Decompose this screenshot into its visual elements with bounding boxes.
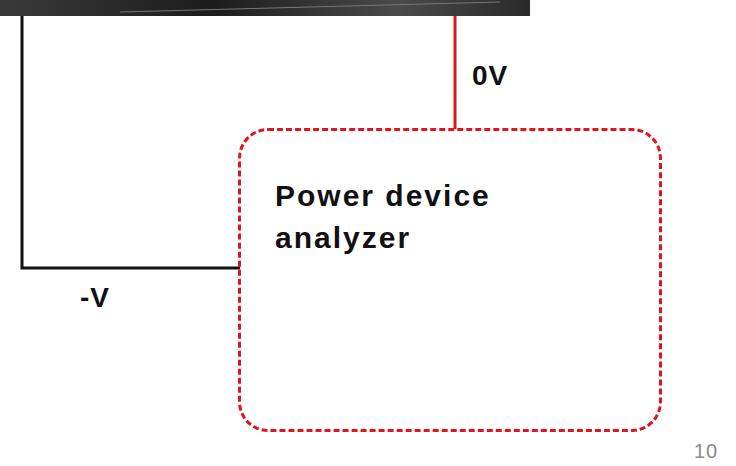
negative-wire [22, 16, 240, 268]
photo-detail [120, 2, 500, 12]
ground-wire [454, 16, 457, 129]
photo-strip [0, 0, 530, 16]
voltage-label: -V [80, 282, 110, 314]
node-title: Power device analyzer [275, 175, 575, 259]
analyzer-box: Power device analyzer [238, 128, 662, 432]
page-number: 10 [694, 440, 718, 463]
voltage-label: 0V [472, 60, 508, 92]
